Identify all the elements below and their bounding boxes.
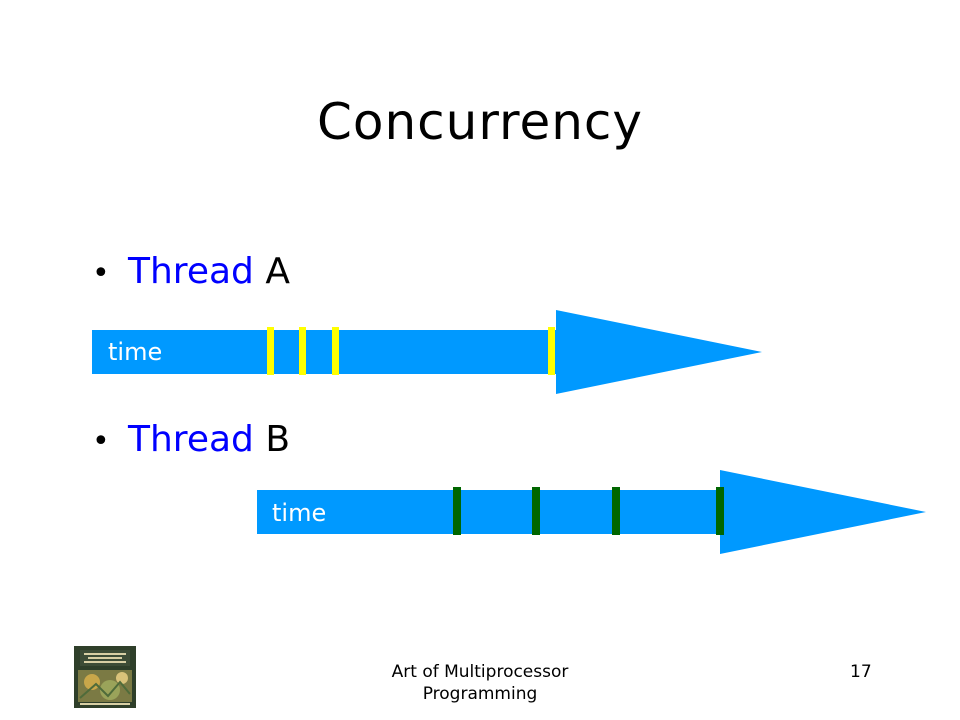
thread-b-event-mark bbox=[612, 487, 620, 535]
bullet-thread-b: • Thread B bbox=[92, 418, 290, 464]
thread-b-event-mark bbox=[532, 487, 540, 535]
thread-a-event-mark bbox=[299, 327, 306, 375]
footer-caption: Art of Multiprocessor Programming bbox=[340, 661, 620, 705]
thread-a-event-mark bbox=[267, 327, 274, 375]
footer-line-1: Art of Multiprocessor bbox=[391, 662, 569, 682]
footer-line-2: Programming bbox=[422, 684, 538, 704]
thread-b-arrowhead bbox=[720, 470, 926, 554]
bullet-marker: • bbox=[92, 256, 110, 291]
book-cover-icon bbox=[74, 646, 136, 708]
thread-b-event-mark bbox=[716, 487, 724, 535]
thread-a-time-label: time bbox=[108, 338, 163, 366]
thread-a-event-mark bbox=[332, 327, 339, 375]
thread-b-letter: B bbox=[265, 419, 291, 460]
bullet-marker: • bbox=[92, 424, 110, 459]
thread-b-time-label: time bbox=[272, 499, 327, 527]
thread-b-word: Thread bbox=[128, 419, 254, 460]
thread-b-time-bar bbox=[257, 490, 723, 534]
thread-a-letter: A bbox=[265, 251, 290, 292]
thread-b-event-mark bbox=[453, 487, 461, 535]
thread-a-time-bar bbox=[92, 330, 558, 374]
thread-a-arrowhead bbox=[556, 310, 762, 394]
slide-title: Concurrency bbox=[316, 93, 644, 151]
page-number: 17 bbox=[850, 662, 872, 682]
thread-a-word: Thread bbox=[128, 251, 254, 292]
thread-a-event-mark bbox=[548, 327, 555, 375]
bullet-thread-a: • Thread A bbox=[92, 250, 290, 296]
thread-a-timeline bbox=[92, 310, 762, 394]
thread-b-timeline bbox=[257, 470, 926, 554]
